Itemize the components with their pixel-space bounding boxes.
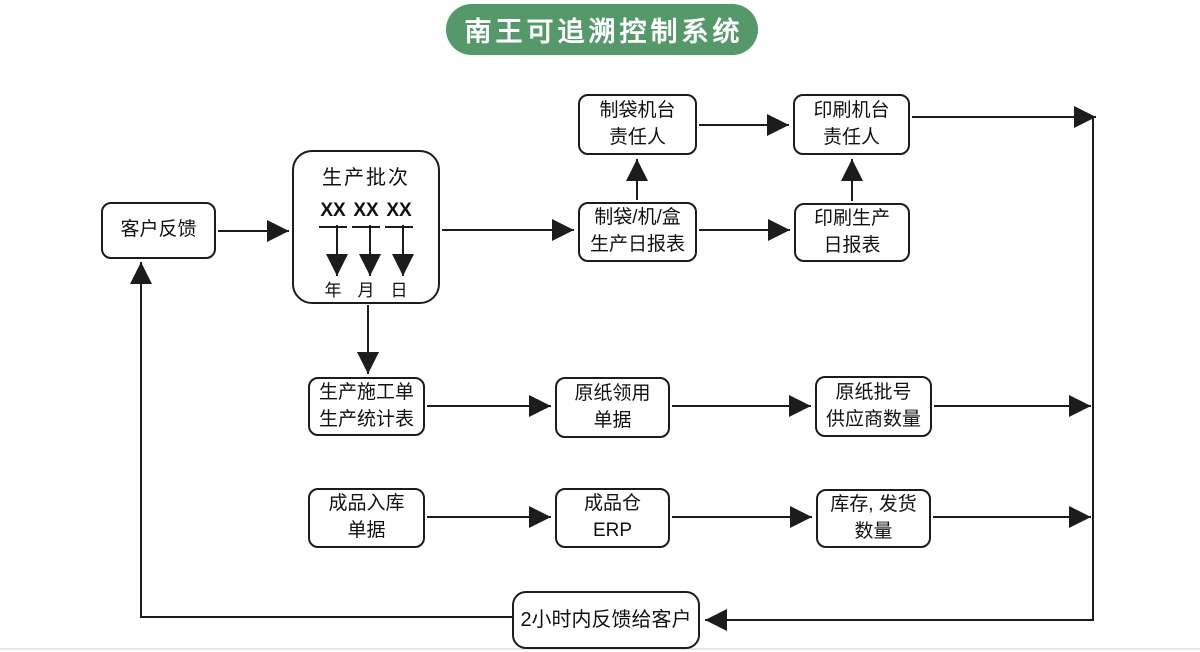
node-label: 客户反馈 [120,219,197,241]
node-label-line2: 生产日报表 [589,234,685,255]
bottom-divider [0,648,1200,650]
node-label-line2: 生产统计表 [318,408,414,430]
node-customer-feedback: 客户反馈 [101,202,216,259]
node-label-line2: 供应商数量 [825,408,921,430]
node-label-line1: 印刷生产 [813,207,890,229]
node-label-line1: 制袋/机/盒 [594,207,681,229]
node-finished-goods-erp: 成品仓 ERP [555,488,670,548]
node-label-line1: 成品入库 [328,493,405,515]
node-bag-daily-report: 制袋/机/盒 生产日报表 [578,202,697,262]
batch-code-row: XX XX XX [294,198,438,228]
node-label-line2: 单据 [593,409,632,431]
node-bag-machine-operator: 制袋机台 责任人 [578,94,697,155]
node-label-line2: 责任人 [608,126,666,148]
node-label-line1: 原纸领用 [574,382,651,404]
node-label: 2小时内反馈给客户 [520,609,692,631]
node-label-line1: 制袋机台 [599,99,676,121]
node-print-daily-report: 印刷生产 日报表 [794,203,910,262]
node-label-line2: ERP [592,520,633,541]
node-label-line1: 库存, 发货 [830,493,917,515]
arrow-feedback-to-customer [130,262,512,618]
node-feedback-within-2h: 2小时内反馈给客户 [512,591,700,649]
node-label-line1: 成品仓 [583,493,641,515]
diagram-title: 南王可追溯控制系统 [464,17,744,47]
node-inventory-shipping: 库存, 发货 数量 [816,489,931,548]
node-print-machine-operator: 印刷机台 责任人 [793,94,910,155]
batch-label-month: 月 [357,281,375,300]
batch-label-day: 日 [390,281,408,300]
batch-code-day: XX [385,198,413,228]
node-work-order: 生产施工单 生产统计表 [308,377,425,436]
batch-title: 生产批次 [322,167,410,189]
node-label-line2: 单据 [347,520,386,541]
node-paper-batch-supplier: 原纸批号 供应商数量 [815,376,932,437]
node-label-line1: 生产施工单 [318,381,414,403]
node-label-line1: 印刷机台 [813,99,890,121]
batch-code-year: XX [319,198,347,228]
node-finished-goods-receipt: 成品入库 单据 [308,488,425,548]
batch-code-month: XX [352,198,380,228]
node-label-line1: 原纸批号 [835,381,912,403]
node-paper-requisition: 原纸领用 单据 [555,377,670,438]
batch-date-row: 年 月 日 [294,279,438,303]
diagram-title-badge: 南王可追溯控制系统 [446,4,758,55]
node-label-line2: 日报表 [823,234,881,256]
node-production-batch: 生产批次 XX XX XX 年 月 日 [292,150,440,304]
node-label-line2: 数量 [854,520,893,542]
node-label-line2: 责任人 [822,126,880,148]
batch-label-year: 年 [324,281,342,300]
